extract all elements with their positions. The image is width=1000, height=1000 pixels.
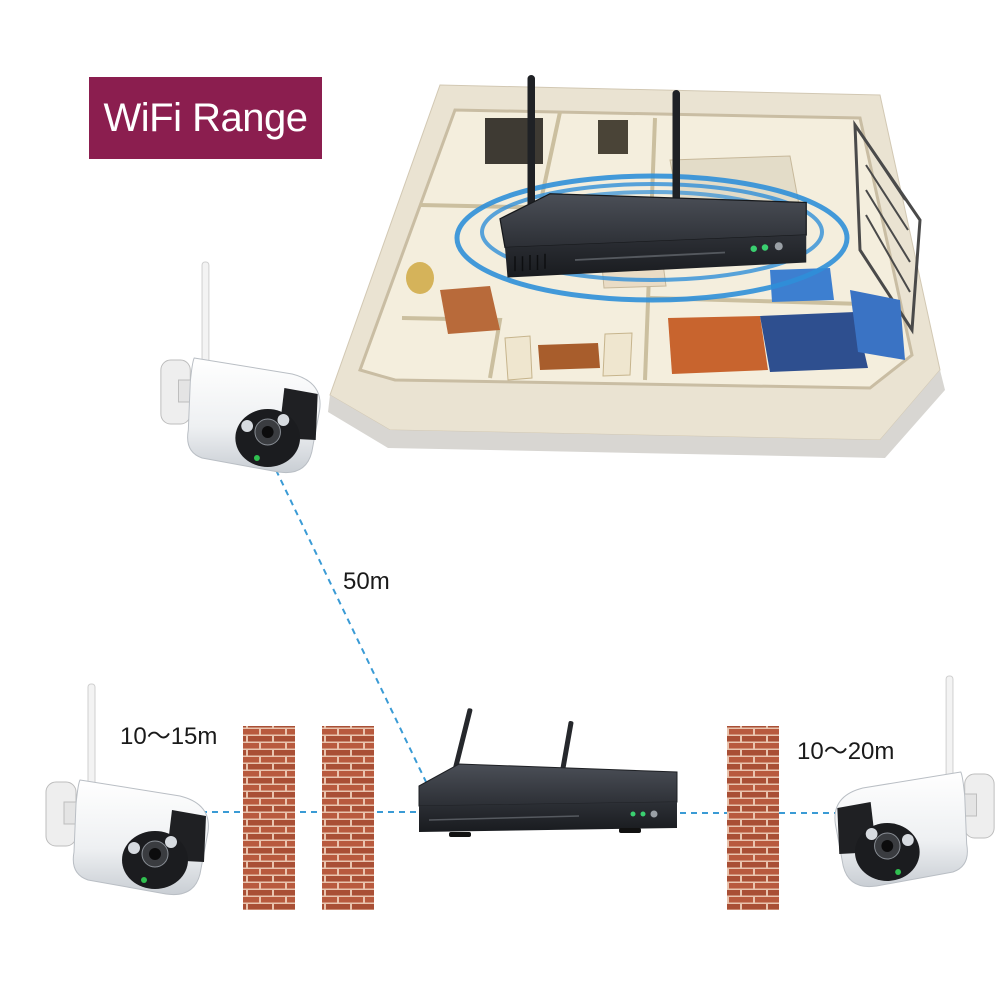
wall-mirror bbox=[406, 262, 434, 294]
bullet-camera-top bbox=[160, 261, 321, 474]
bullet-camera-right bbox=[834, 675, 995, 888]
nvr-recorder bbox=[418, 707, 678, 838]
house-window bbox=[598, 120, 628, 154]
dining-table bbox=[440, 286, 500, 334]
blue-room bbox=[760, 312, 868, 372]
coffee-table bbox=[538, 343, 600, 370]
nvr-in-house bbox=[499, 75, 807, 278]
distance-label-left: 10～15m bbox=[120, 723, 218, 750]
brick-wall-left-outer bbox=[243, 726, 295, 910]
house-floorplan bbox=[328, 84, 945, 458]
distance-label-right: 10～20m bbox=[797, 738, 895, 765]
page-title: WiFi Range bbox=[103, 95, 308, 140]
brick-wall-right bbox=[727, 726, 779, 910]
brick-wall-left-inner bbox=[322, 726, 374, 910]
distance-label-top: 50m bbox=[343, 568, 390, 595]
link-top-camera bbox=[275, 469, 429, 787]
bedroom-floor bbox=[668, 316, 768, 374]
title-badge bbox=[89, 77, 322, 159]
